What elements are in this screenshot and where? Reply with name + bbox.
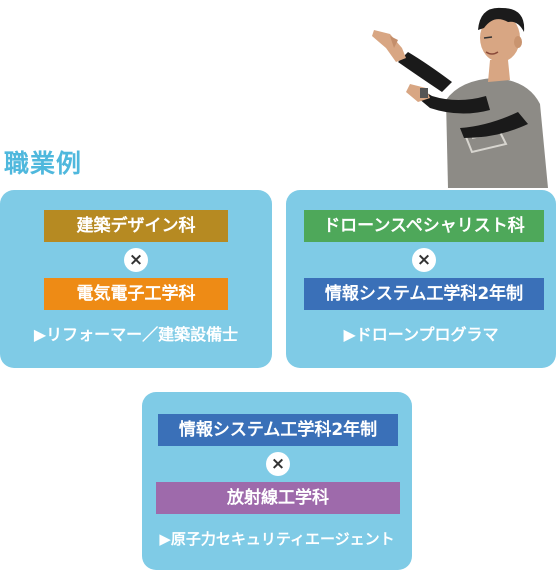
department-badge-info-system: 情報システム工学科2年制	[158, 414, 398, 446]
career-title: ▶リフォーマー／建築設備士	[33, 325, 239, 344]
times-icon: ×	[124, 248, 148, 272]
department-badge-electrical: 電気電子工学科	[44, 278, 228, 310]
times-icon: ×	[266, 452, 290, 476]
department-badge-info-system: 情報システム工学科2年制	[304, 278, 544, 310]
department-badge-architecture: 建築デザイン科	[44, 210, 228, 242]
career-card-3: 情報システム工学科2年制 × 放射線工学科 ▶原子力セキュリティエージェント	[142, 392, 412, 570]
career-title: ▶原子力セキュリティエージェント	[159, 530, 395, 548]
pointing-person-image	[372, 7, 548, 188]
department-badge-drone: ドローンスペシャリスト科	[304, 210, 544, 242]
career-title: ▶ドローンプログラマ	[343, 325, 499, 344]
department-badge-radiation: 放射線工学科	[156, 482, 400, 514]
career-card-2: ドローンスペシャリスト科 × 情報システム工学科2年制 ▶ドローンプログラマ	[286, 190, 556, 368]
career-card-1: 建築デザイン科 × 電気電子工学科 ▶リフォーマー／建築設備士	[0, 190, 272, 368]
times-icon: ×	[412, 248, 436, 272]
page-title: 職業例	[4, 149, 83, 178]
